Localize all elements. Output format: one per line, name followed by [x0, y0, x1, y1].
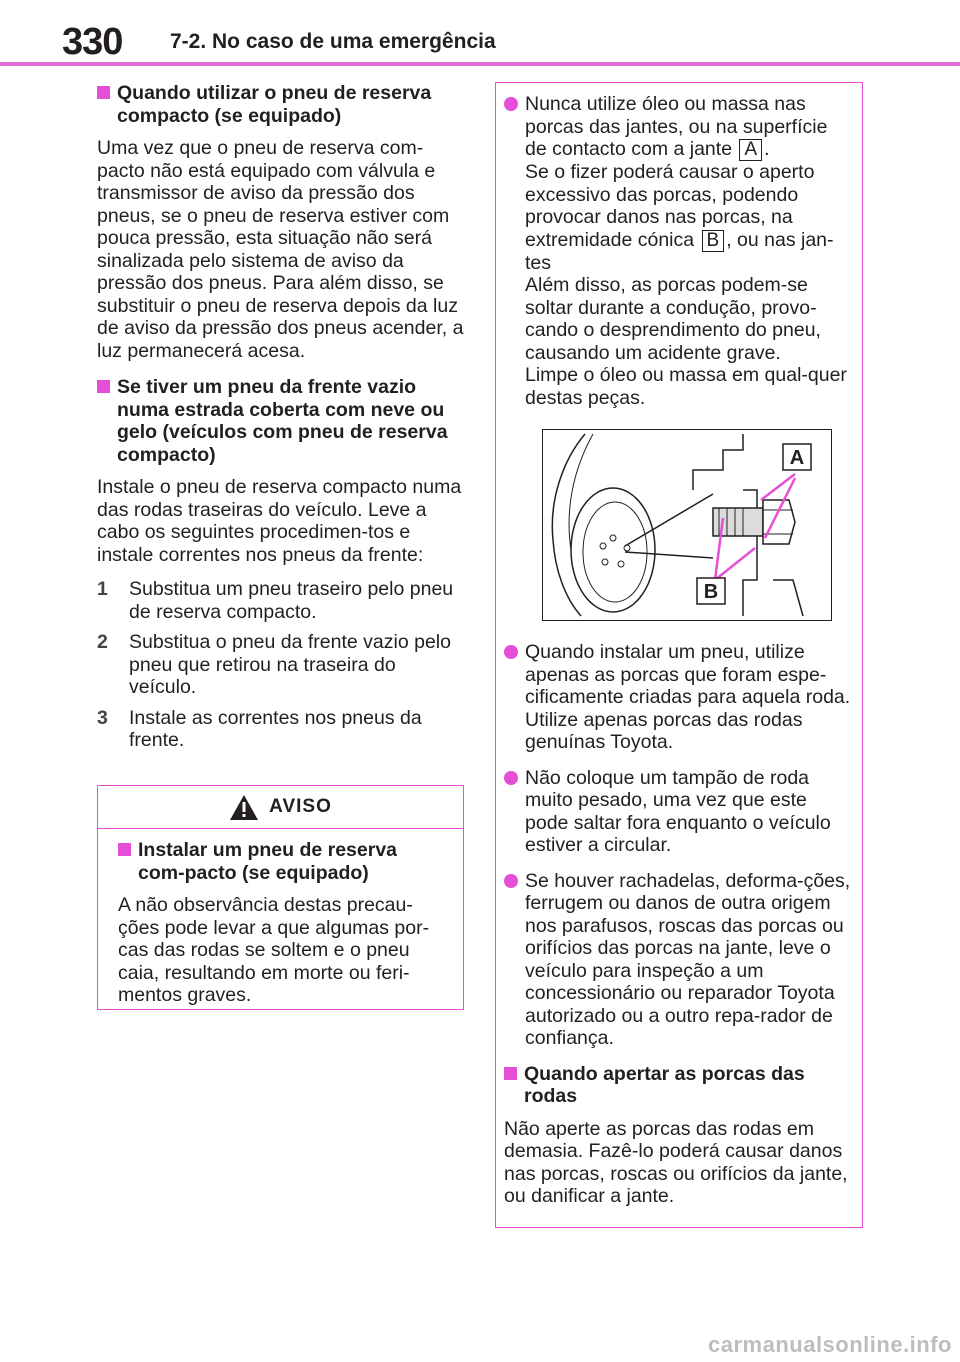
- warning-label: AVISO: [269, 796, 332, 817]
- circle-bullet-icon: [504, 645, 518, 659]
- section-text: Não aperte as porcas das rodas em demasi…: [504, 1117, 848, 1208]
- warning-triangle-icon: [230, 794, 259, 820]
- page-header: 330 7-2. No caso de uma emergência: [0, 0, 960, 66]
- section-text: Instale o pneu de reserva compacto numa …: [97, 476, 462, 566]
- bullet-genuine-nuts: Quando instalar um pneu, utilize apenas …: [504, 641, 852, 754]
- step-text: Substitua um pneu traseiro pelo pneu de …: [129, 578, 454, 623]
- section-snow-road: Se tiver um pneu da frente vazio numa es…: [97, 376, 467, 466]
- warning-box: AVISO Instalar um pneu de reserva com-pa…: [97, 785, 464, 1010]
- step-number: 2: [97, 631, 108, 653]
- warning-header: AVISO: [98, 786, 463, 829]
- bullet-text: , ou nas jan-tes: [525, 228, 834, 274]
- circle-bullet-icon: [504, 770, 518, 785]
- label-b: B: [701, 229, 725, 252]
- step-item: 2 Substitua o pneu da frente vazio pelo …: [97, 631, 467, 699]
- section-tighten-nuts: Quando apertar as porcas das rodas: [504, 1063, 852, 1108]
- square-bullet-icon: [97, 380, 110, 393]
- bullet-text: Limpe o óleo ou massa em qual-quer desta…: [525, 364, 847, 409]
- chapter-title: 7-2. No caso de uma emergência: [170, 30, 496, 53]
- section-title: Quando utilizar o pneu de reserva compac…: [117, 82, 432, 127]
- bullet-text: Nunca utilize óleo ou massa nas porcas d…: [525, 93, 828, 160]
- step-number: 3: [97, 706, 108, 729]
- bullet-text: Não coloque um tampão de roda muito pesa…: [525, 766, 831, 857]
- section-spare-tire: Quando utilizar o pneu de reserva compac…: [97, 82, 467, 127]
- step-number: 1: [97, 578, 108, 600]
- circle-bullet-icon: [504, 97, 518, 111]
- step-text: Instale as correntes nos pneus da frente…: [129, 706, 422, 752]
- step-item: 1 Substitua um pneu traseiro pelo pneu d…: [97, 578, 467, 623]
- bullet-text: Quando instalar um pneu, utilize apenas …: [525, 641, 851, 753]
- bullet-text: Se o fizer poderá causar o aperto excess…: [525, 161, 815, 251]
- square-bullet-icon: [97, 86, 110, 99]
- bullet-cracks-damage: Se houver rachadelas, deforma-ções, ferr…: [504, 870, 852, 1050]
- square-bullet-icon: [504, 1066, 517, 1080]
- square-bullet-icon: [118, 843, 131, 856]
- figure-label-a: A: [790, 447, 804, 469]
- step-item: 3 Instale as correntes nos pneus da fren…: [97, 707, 467, 752]
- section-title: Quando apertar as porcas das rodas: [524, 1062, 805, 1108]
- warning-title-text: Instalar um pneu de reserva com-pacto (s…: [138, 839, 398, 884]
- right-caution-box: Nunca utilize óleo ou massa nas porcas d…: [495, 82, 863, 1228]
- bullet-oil-grease: Nunca utilize óleo ou massa nas porcas d…: [504, 93, 852, 409]
- circle-bullet-icon: [504, 873, 518, 888]
- page-number: 330: [62, 21, 123, 63]
- figure-label-b: B: [704, 581, 718, 603]
- wheel-nut-illustration: A B: [551, 433, 812, 617]
- step-text: Substitua o pneu da frente vazio pelo pn…: [129, 631, 451, 698]
- header-rule: [0, 62, 960, 66]
- warning-title: Instalar um pneu de reserva com-pacto (s…: [118, 839, 449, 884]
- warning-body: Instalar um pneu de reserva com-pacto (s…: [98, 829, 463, 1007]
- section-text: Uma vez que o pneu de reserva com-pacto …: [97, 137, 464, 362]
- bullet-text: Se houver rachadelas, deforma-ções, ferr…: [525, 869, 851, 1050]
- watermark: carmanualsonline.info: [708, 1332, 952, 1357]
- bullet-heavy-hubcap: Não coloque um tampão de roda muito pesa…: [504, 767, 852, 857]
- section-title: Se tiver um pneu da frente vazio numa es…: [117, 376, 448, 466]
- label-a: A: [739, 139, 763, 161]
- warning-text: A não observância destas precau-ções pod…: [118, 894, 430, 1006]
- bullet-text: Além disso, as porcas podem-se soltar du…: [525, 274, 821, 364]
- bullet-text: .: [764, 138, 770, 160]
- wheel-nut-figure: A B: [542, 429, 832, 621]
- left-column: Quando utilizar o pneu de reserva compac…: [97, 82, 467, 760]
